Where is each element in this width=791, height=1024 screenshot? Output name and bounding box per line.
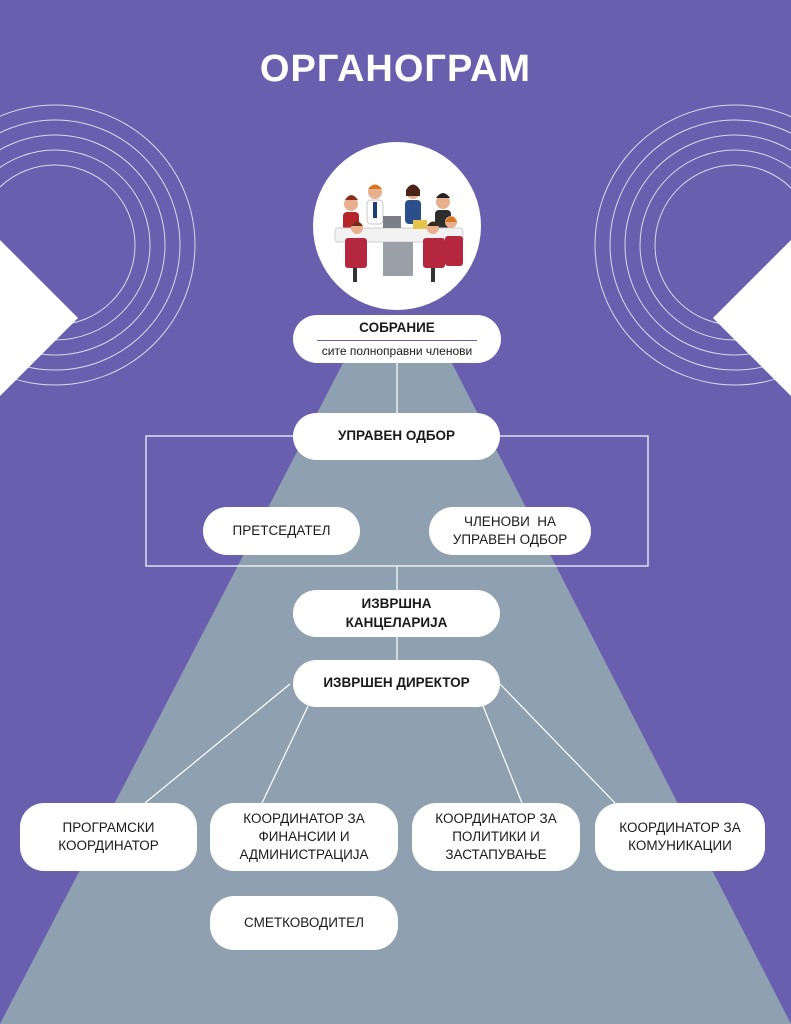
right-triangle: [713, 240, 791, 396]
connector-director-communication: [499, 683, 616, 804]
sobranie-divider: [317, 339, 477, 341]
board-label: УПРАВЕН ОДБОР: [337, 428, 456, 444]
left-triangle: [0, 240, 78, 396]
sobranie-title: СОБРАНИЕ: [359, 320, 435, 336]
node-chair: ПРЕТСЕДАТЕЛ: [203, 507, 360, 555]
right-concentric-circles: [594, 104, 791, 386]
node-accountant: СМЕТКОВОДИТЕЛ: [210, 896, 398, 950]
connector-director-program: [144, 683, 291, 804]
team-meeting-icon: [334, 184, 464, 282]
node-director: ИЗВРШЕН ДИРЕКТОР: [293, 660, 500, 707]
communication-line2: КОМУНИКАЦИИ: [628, 838, 732, 853]
node-finance-coordinator: КООРДИНАТОР ЗА ФИНАНСИИ И АДМИНИСТРАЦИЈА: [210, 803, 398, 871]
page-title: ОРГАНОГРАМ: [259, 48, 532, 90]
node-sobranie: СОБРАНИЕ сите полноправни членови: [293, 315, 501, 363]
office-line2: КАНЦЕЛАРИЈА: [345, 614, 448, 630]
finance-line3: АДМИНИСТРАЦИЈА: [239, 847, 369, 863]
program-line2: КООРДИНАТОР: [58, 838, 159, 853]
director-label: ИЗВРШЕН ДИРЕКТОР: [323, 675, 470, 691]
members-line1: ЧЛЕНОВИ НА: [463, 513, 557, 529]
finance-line2: ФИНАНСИИ И: [258, 828, 350, 844]
node-policy-coordinator: КООРДИНАТОР ЗА ПОЛИТИКИ И ЗАСТАПУВАЊЕ: [412, 803, 580, 871]
connector-director-policy: [482, 705, 523, 804]
node-board-members: ЧЛЕНОВИ НА УПРАВЕН ОДБОР: [429, 507, 591, 555]
chair-label: ПРЕТСЕДАТЕЛ: [232, 522, 331, 538]
communication-line1: КООРДИНАТОР ЗА: [619, 819, 741, 835]
node-office: ИЗВРШНА КАНЦЕЛАРИЈА: [293, 590, 500, 637]
node-program-coordinator: ПРОГРАМСКИ КООРДИНАТОР: [20, 803, 197, 871]
node-board: УПРАВЕН ОДБОР: [293, 413, 500, 460]
accountant-label: СМЕТКОВОДИТЕЛ: [243, 914, 365, 930]
left-concentric-circles: [0, 104, 196, 386]
meeting-illustration: [313, 142, 481, 310]
office-line1: ИЗВРШНА: [361, 596, 432, 612]
node-communication-coordinator: КООРДИНАТОР ЗА КОМУНИКАЦИИ: [595, 803, 765, 871]
members-line2: УПРАВЕН ОДБОР: [452, 532, 568, 547]
program-line1: ПРОГРАМСКИ: [62, 819, 155, 835]
connector-director-finance: [261, 705, 309, 804]
policy-line2: ПОЛИТИКИ И: [452, 828, 540, 844]
policy-line3: ЗАСТАПУВАЊЕ: [445, 847, 547, 863]
sobranie-subtitle: сите полноправни членови: [321, 343, 473, 358]
finance-line1: КООРДИНАТОР ЗА: [243, 810, 365, 826]
policy-line1: КООРДИНАТОР ЗА: [435, 810, 557, 826]
